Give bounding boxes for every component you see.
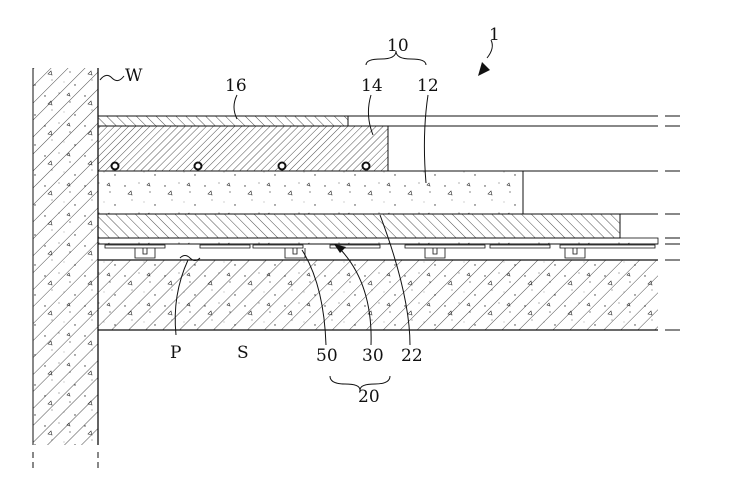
wall [32, 68, 99, 468]
slab [98, 259, 680, 331]
label-50: 50 [316, 346, 338, 366]
layer-22 [97, 213, 680, 245]
label-1: 1 [489, 25, 500, 45]
label-14: 14 [361, 76, 383, 96]
leader-lines [99, 39, 493, 391]
arrow-icon [478, 62, 490, 76]
label-12: 12 [417, 76, 439, 96]
arrow-icon [334, 244, 346, 253]
label-22: 22 [401, 346, 423, 366]
layer-14 [97, 125, 389, 172]
label-p: P [170, 343, 181, 363]
label-20: 20 [358, 387, 380, 407]
label-s: S [237, 343, 249, 363]
layer-12 [97, 170, 680, 215]
label-10: 10 [387, 36, 409, 56]
label-16: 16 [225, 76, 247, 96]
label-30: 30 [362, 346, 384, 366]
label-w: W [125, 66, 143, 86]
layer-16 [97, 115, 680, 127]
heating-panel-layer [97, 237, 659, 259]
